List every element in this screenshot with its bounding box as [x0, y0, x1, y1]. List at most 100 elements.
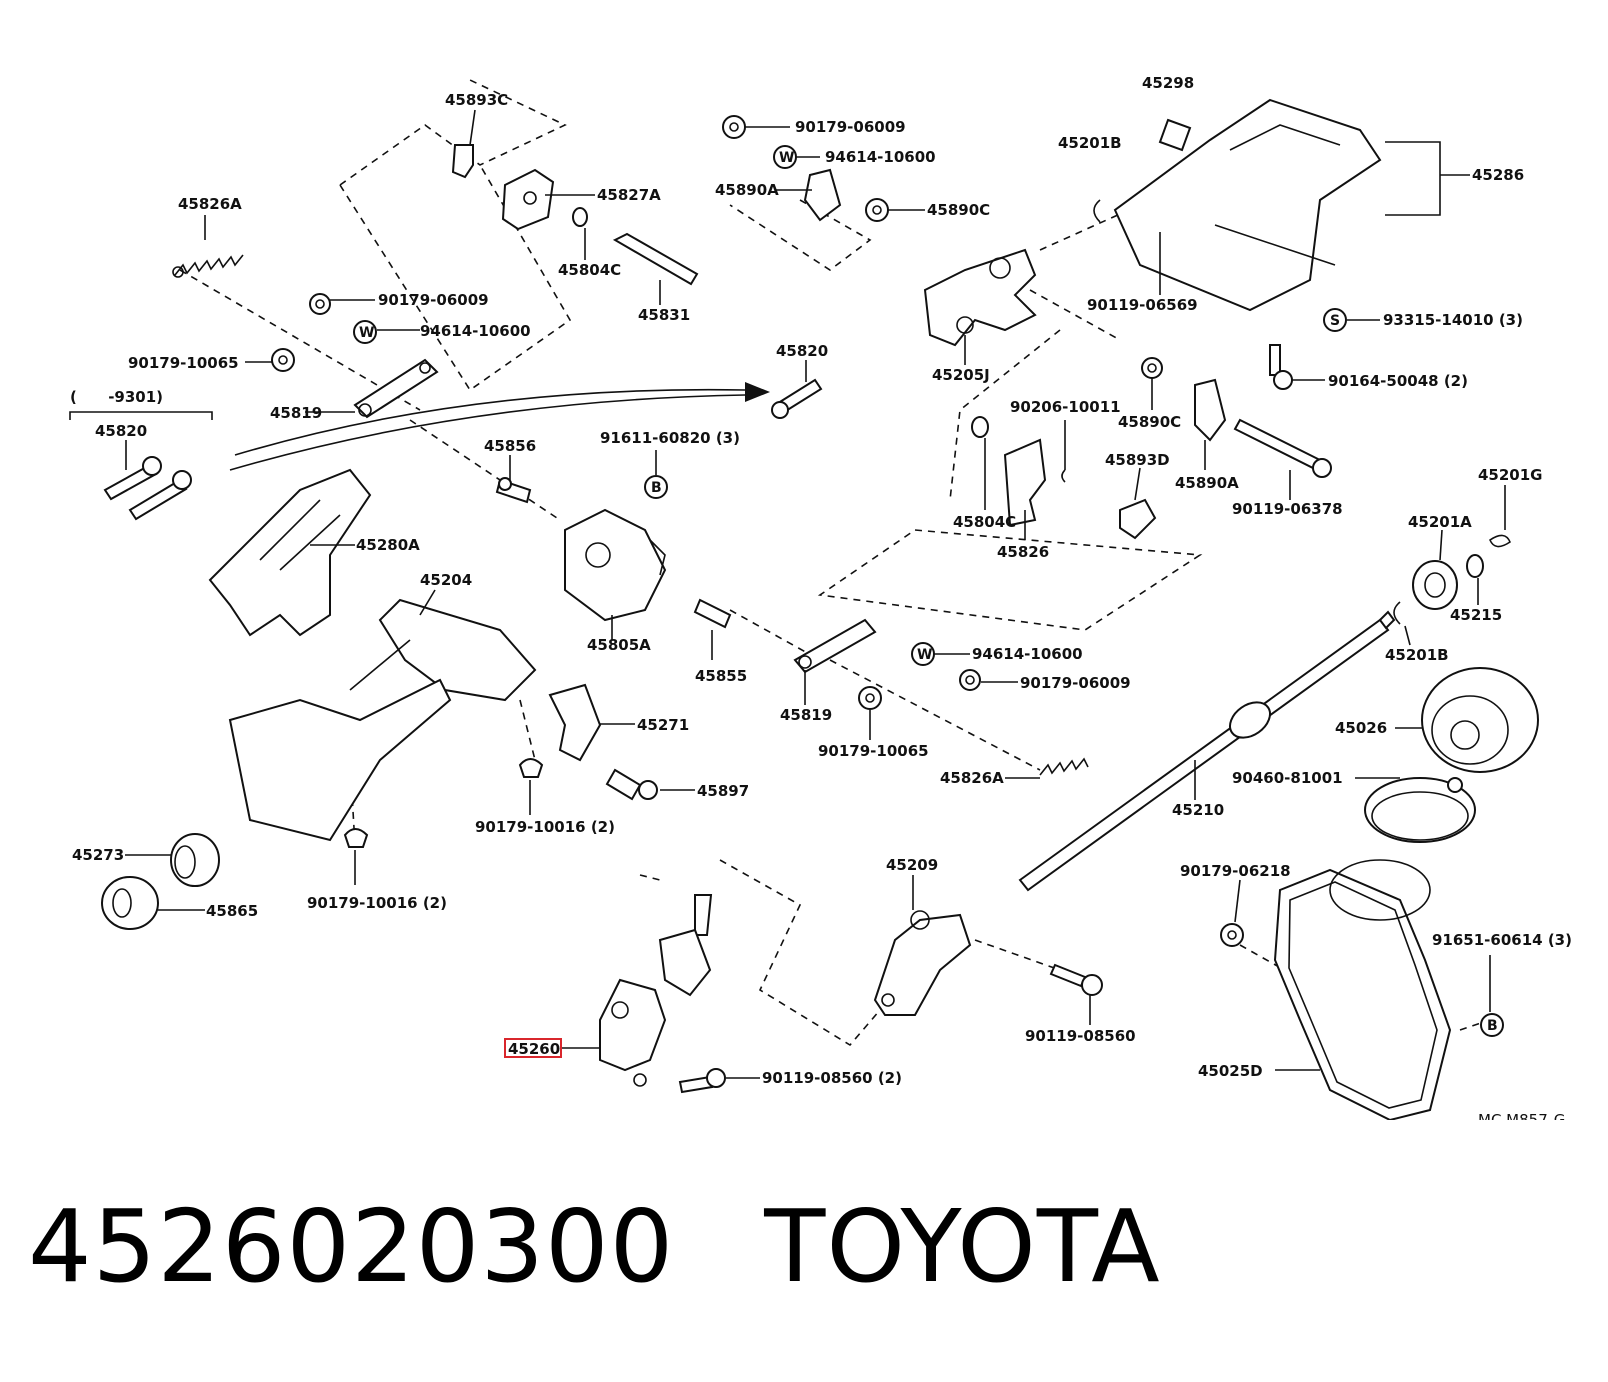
boot-45025D	[1273, 859, 1452, 1120]
callout-45201A: 45201A	[1408, 513, 1472, 531]
callout-94614-10600-left: 94614-10600	[420, 322, 531, 340]
collar-45273	[170, 833, 220, 887]
bolt-90119-06378	[1233, 418, 1332, 478]
nut-90179-10065-mid	[858, 686, 882, 710]
callout-45897: 45897	[697, 782, 749, 800]
nut-90179-06218	[1220, 923, 1244, 947]
bushing-45865	[101, 876, 159, 930]
callout-45201B-mid: 45201B	[1385, 646, 1449, 664]
callout-45893C: 45893C	[445, 91, 508, 109]
pin-90206-10011	[1061, 469, 1066, 483]
callout-91651-60614: 91651-60614 (3)	[1432, 931, 1572, 949]
spring-45826A-top	[172, 254, 244, 278]
callout-90460-81001: 90460-81001	[1232, 769, 1343, 787]
direction-arrow	[229, 382, 770, 471]
callout-90119-08560-a: 90119-08560	[1025, 1027, 1136, 1045]
pulley-45026	[1421, 667, 1539, 773]
bolts-45820-left	[103, 456, 192, 521]
plate-45827A	[501, 168, 555, 231]
bracket-lines-45286	[1385, 141, 1470, 216]
nut-90179-06009-left	[309, 293, 331, 315]
bracket-range-9301	[69, 411, 213, 420]
callout-93315-14010: 93315-14010 (3)	[1383, 311, 1523, 329]
washer-symbol: W	[359, 325, 374, 341]
callout-91611-60820: 91611-60820 (3)	[600, 429, 740, 447]
bracket-45893D	[1119, 498, 1157, 540]
link-45819-top	[353, 358, 439, 419]
callout-45215: 45215	[1450, 606, 1502, 624]
washer-symbol: W	[779, 150, 794, 166]
callout-94614-10600-mid: 94614-10600	[972, 645, 1083, 663]
pin-45831	[612, 232, 699, 286]
lever-45205J	[923, 248, 1037, 347]
callout-45804C-mid: 45804C	[953, 513, 1016, 531]
bushing-45804C-top	[572, 207, 588, 227]
callout-90119-06378: 90119-06378	[1232, 500, 1343, 518]
callout-45260[interactable]: 45260	[508, 1040, 560, 1058]
callout-45298: 45298	[1142, 74, 1194, 92]
callout-45210: 45210	[1172, 801, 1224, 819]
bolt-90119-08560-b	[678, 1068, 726, 1094]
callout-45827A: 45827A	[597, 186, 661, 204]
screw-symbol: S	[1330, 313, 1340, 329]
bolt-symbol-91651: B	[1480, 1013, 1504, 1037]
column-45204	[228, 598, 537, 842]
callout-45204: 45204	[420, 571, 472, 589]
sensor-45856	[495, 477, 532, 504]
callout-45280A: 45280A	[356, 536, 420, 554]
plate-45890A-mid	[1194, 378, 1227, 442]
bolt-symbol: B	[1487, 1018, 1498, 1034]
sensor-45855	[693, 598, 732, 629]
callout-45820-left: 45820	[95, 422, 147, 440]
bolt-45820-mid	[771, 378, 823, 419]
callout-90179-06009-top: 90179-06009	[795, 118, 906, 136]
link-45819-mid	[793, 618, 877, 674]
callout-90119-06569: 90119-06569	[1087, 296, 1198, 314]
callout-45271: 45271	[637, 716, 689, 734]
bolt-90119-08560-a	[1049, 963, 1103, 996]
shaft-45260	[599, 894, 713, 1087]
shaft-45210	[1018, 610, 1396, 892]
ring-45215	[1466, 554, 1484, 578]
nut-45890C-mid	[1141, 357, 1163, 379]
nut-90179-06009-mid	[959, 669, 981, 691]
callout-45826A-mid: 45826A	[940, 769, 1004, 787]
lock-45805A	[564, 508, 667, 622]
leader-lines	[125, 109, 1506, 1079]
callout-90179-10016-a: 90179-10016 (2)	[475, 818, 615, 836]
washer-94614-10600-mid: W	[911, 642, 935, 666]
callout-90179-06009-left: 90179-06009	[378, 291, 489, 309]
callout-45025D: 45025D	[1198, 1062, 1263, 1080]
callout-45819-mid: 45819	[780, 706, 832, 724]
callout-45286: 45286	[1472, 166, 1524, 184]
callout-94614-10600-top: 94614-10600	[825, 148, 936, 166]
washer-symbol: W	[917, 647, 932, 663]
callout-45890C-mid: 45890C	[1118, 413, 1181, 431]
callout-90119-08560-b: 90119-08560 (2)	[762, 1069, 902, 1087]
callout-45856: 45856	[484, 437, 536, 455]
plug-90179-10016-b	[343, 828, 369, 848]
callout-45205J: 45205J	[932, 366, 990, 384]
switch-45897	[605, 768, 658, 801]
clamp-90460-81001	[1364, 777, 1476, 843]
callout-45855: 45855	[695, 667, 747, 685]
clip-45298	[1158, 118, 1192, 152]
cover-45286	[1113, 98, 1382, 312]
callout-45890C-top: 45890C	[927, 201, 990, 219]
callout-90206-10011: 90206-10011	[1010, 398, 1121, 416]
callout-90164-50048: 90164-50048 (2)	[1328, 372, 1468, 390]
spring-45826A-mid	[1039, 757, 1089, 776]
clip-45201B-top	[1093, 199, 1101, 223]
screw-symbol-93315: S	[1323, 308, 1347, 332]
callout-45865: 45865	[206, 902, 258, 920]
bearing-45201A	[1412, 560, 1458, 610]
callout-45890A-mid: 45890A	[1175, 474, 1239, 492]
washer-94614-10600-top: W	[773, 145, 797, 169]
callout-90179-06218: 90179-06218	[1180, 862, 1291, 880]
washer-94614-10600-left: W	[353, 320, 377, 344]
callout-45826A-top: 45826A	[178, 195, 242, 213]
joint-45209	[873, 910, 972, 1016]
bolt-90164-50048	[1269, 344, 1293, 390]
bracket-45826	[1003, 438, 1047, 527]
